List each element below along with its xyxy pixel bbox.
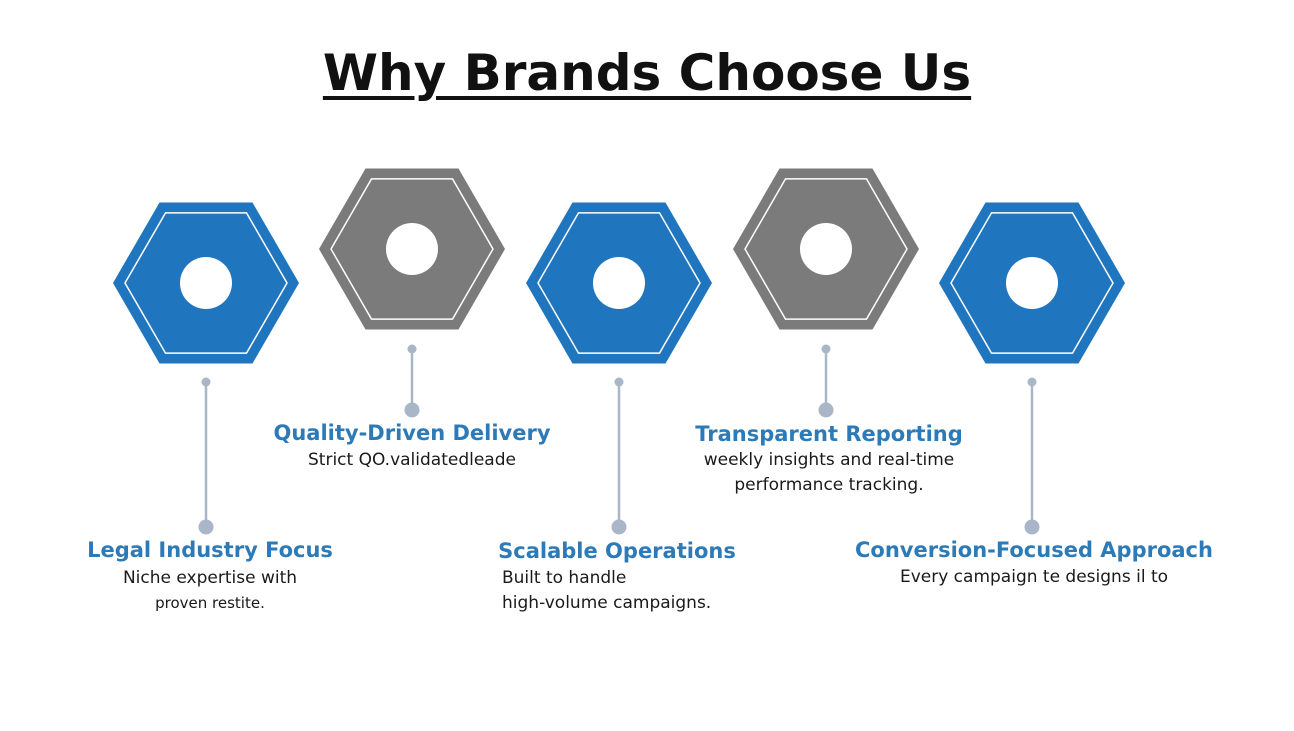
feature-desc-scalable-line-1: Built to handle (502, 568, 627, 588)
connector-top-dot-2 (407, 344, 417, 354)
hexagon-center-circle-5 (1006, 257, 1058, 309)
feature-heading-scalable-operations: Scalable Operations (498, 539, 736, 563)
hexagon-inner-outline-4 (744, 178, 908, 320)
connector-bottom-dot-1 (198, 519, 214, 535)
feature-desc-quality-line-1: Strict QO.validatedleade (308, 450, 516, 470)
connector-top-dot-5 (1027, 377, 1037, 387)
feature-desc-legal-line-2: proven restite. (155, 594, 265, 612)
connector-top-dot-1 (201, 377, 211, 387)
connector-top-dot-4 (821, 344, 831, 354)
hexagon-inner-outline-2 (330, 178, 494, 320)
hexagon-center-circle-3 (593, 257, 645, 309)
feature-desc-transparent-line-2: performance tracking. (734, 475, 924, 495)
hexagon-inner-outline-1 (124, 212, 288, 354)
hexagon-center-circle-2 (386, 223, 438, 275)
connector-bottom-dot-5 (1024, 519, 1040, 535)
connector-bottom-dot-3 (611, 519, 627, 535)
connector-bottom-dot-2 (404, 402, 420, 418)
feature-heading-legal-industry-focus: Legal Industry Focus (87, 538, 333, 562)
feature-desc-conversion-line-1: Every campaign te designs il to (899, 567, 1169, 587)
hexagon-inner-outline-5 (950, 212, 1114, 354)
feature-desc-scalable-line-2: high-volume campaigns. (502, 593, 712, 613)
feature-heading-quality-driven-delivery: Quality-Driven Delivery (273, 421, 551, 445)
connector-bottom-dot-4 (818, 402, 834, 418)
hexagon-center-circle-1 (180, 257, 232, 309)
feature-heading-conversion-focused-approach: Conversion-Focused Approach (855, 538, 1213, 562)
hexagon-inner-outline-3 (537, 212, 701, 354)
feature-heading-transparent-reporting: Transparent Reporting (695, 422, 963, 446)
connector-top-dot-3 (614, 377, 624, 387)
feature-desc-legal-line-1: Niche expertise with (122, 568, 298, 588)
page-title: Why Brands Choose Us (322, 44, 972, 102)
hexagon-center-circle-4 (800, 223, 852, 275)
feature-desc-transparent-line-1: weekly insights and real-time (703, 450, 955, 470)
